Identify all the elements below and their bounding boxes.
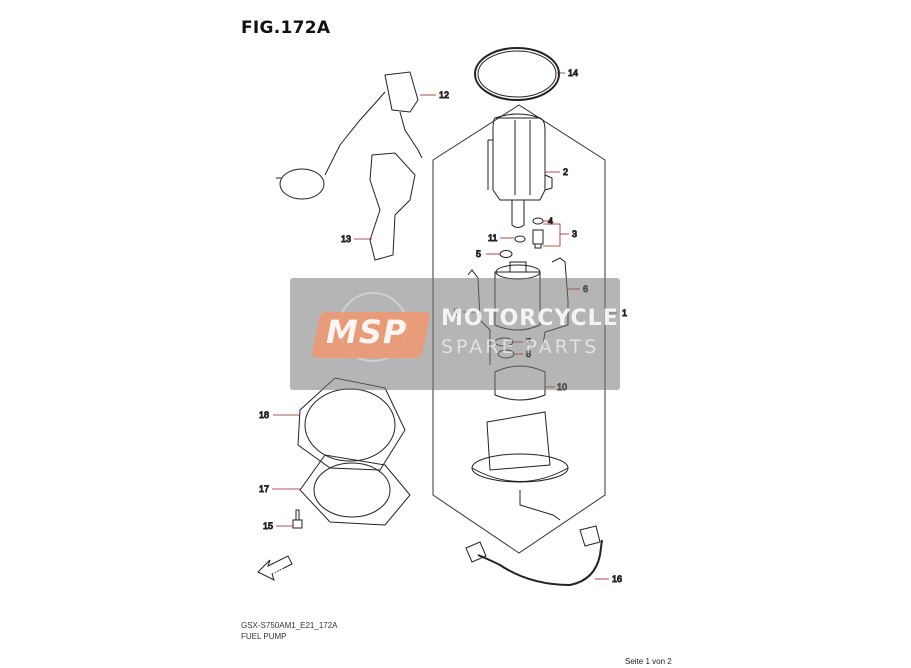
fuel-filter-2	[487, 113, 553, 228]
callout-11: 11	[488, 233, 497, 243]
figure-title: FIG.172A	[241, 18, 331, 38]
watermark-logo-text: MSP	[326, 313, 408, 351]
model-code: GSX-S750AM1_E21_172A	[241, 621, 338, 630]
callout-17: 17	[259, 484, 269, 494]
pump-base	[471, 411, 569, 521]
o-ring-5	[499, 250, 513, 258]
callout-4: 4	[548, 216, 553, 226]
bolt-15	[292, 509, 303, 529]
bracket-13	[369, 152, 416, 261]
hose-16	[477, 539, 603, 587]
callout-15: 15	[263, 521, 273, 531]
watermark-line1: MOTORCYCLE	[441, 306, 619, 331]
callout-14: 14	[568, 68, 578, 78]
callout-1: 1	[622, 308, 627, 318]
assembly-outline	[432, 104, 606, 554]
callout-5: 5	[476, 249, 481, 259]
fwd-arrow	[257, 555, 293, 581]
regulator-3	[532, 229, 544, 249]
gasket-18	[297, 377, 406, 471]
o-ring-4	[532, 217, 544, 225]
callout-3: 3	[572, 229, 577, 239]
section-name: FUEL PUMP	[241, 632, 287, 641]
callout-2: 2	[563, 167, 568, 177]
callout-18: 18	[259, 410, 269, 420]
o-ring-11	[514, 235, 526, 243]
fuel-sender-12	[276, 71, 423, 200]
callout-12: 12	[439, 90, 449, 100]
callout-13: 13	[341, 234, 351, 244]
page-info: Seite 1 von 2	[625, 657, 672, 666]
o-ring-14	[474, 47, 560, 101]
watermark-line2: SPARE PARTS	[441, 336, 600, 358]
callout-16: 16	[612, 574, 622, 584]
plate-17	[299, 454, 411, 526]
